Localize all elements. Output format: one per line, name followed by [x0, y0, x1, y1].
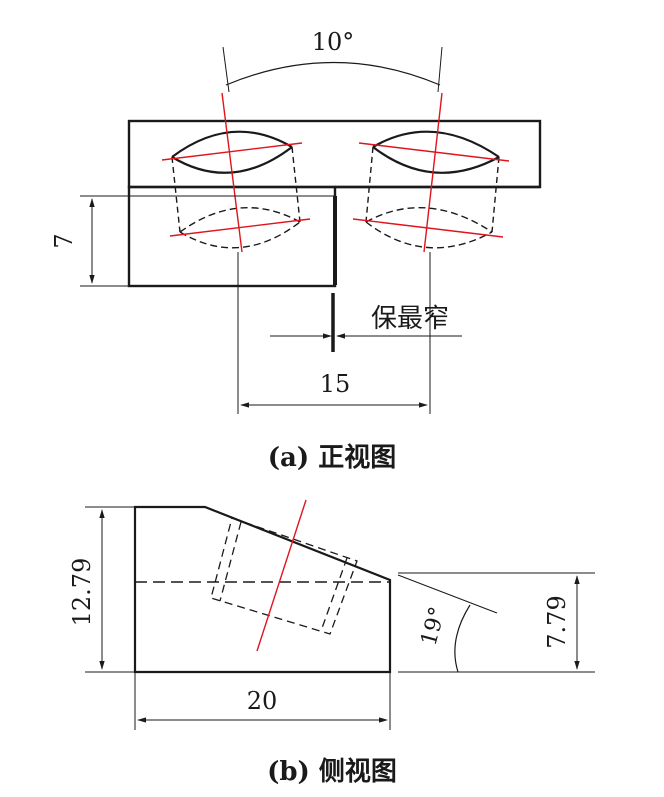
right-lens-hidden-top: [365, 206, 493, 233]
side-view-caption: (b) 侧视图: [267, 757, 397, 787]
left-lens-tilt-axis: [221, 92, 243, 253]
right-lens-bottom-arc: [372, 146, 500, 174]
left-lens: [161, 92, 311, 253]
right-lens-side-left: [365, 146, 374, 223]
angle-label: 10°: [312, 28, 355, 56]
side-angle-label: 19°: [417, 604, 451, 648]
angle-arc: [225, 61, 441, 86]
angle-ext-right: [437, 46, 443, 93]
spacing-label: 15: [320, 370, 351, 398]
side-lens-inner-left: [219, 521, 242, 602]
left-lens-hidden-top: [179, 206, 301, 233]
left-lens-axis-bottom: [169, 218, 311, 237]
right-lens-top-arc: [372, 130, 500, 158]
gap-label: 保最窄: [371, 304, 449, 334]
left-lens-side-left: [171, 156, 181, 233]
side-angle-arc: [454, 604, 471, 673]
left-lens-side-right: [291, 146, 301, 223]
left-lens-axis-top: [161, 142, 303, 161]
right-lens-axis-bottom: [352, 218, 504, 238]
side-lens-box: [210, 517, 358, 635]
front-view: 10° 7 保最窄 15 (a) 正视图: [50, 28, 542, 473]
angle-ext-left: [222, 46, 230, 93]
left-lens-top-arc: [171, 130, 293, 158]
side-lens-axis: [256, 499, 307, 652]
height-label: 7: [50, 233, 78, 248]
side-lens-hidden: [210, 499, 358, 652]
right-lens-axis-top: [358, 142, 510, 162]
right-lens-hidden-bottom: [365, 221, 493, 249]
front-view-caption: (a) 正视图: [268, 443, 397, 473]
side-view: 12.79 20 19° 7.79 (b) 侧视图: [68, 499, 595, 787]
side-angle-ref-line: [397, 574, 498, 614]
side-width-label: 20: [247, 687, 278, 715]
right-lens-tilt-axis: [423, 92, 443, 253]
front-top-block: [127, 119, 542, 189]
right-lens: [352, 92, 510, 253]
side-lens-inner-right: [320, 557, 348, 632]
front-bottom-block: [127, 185, 337, 288]
side-right-height-label: 7.79: [543, 595, 571, 648]
right-lens-side-right: [491, 156, 500, 233]
left-lens-hidden-bottom: [179, 221, 301, 249]
side-height-label: 12.79: [68, 558, 96, 627]
side-body-outline: [133, 505, 392, 674]
